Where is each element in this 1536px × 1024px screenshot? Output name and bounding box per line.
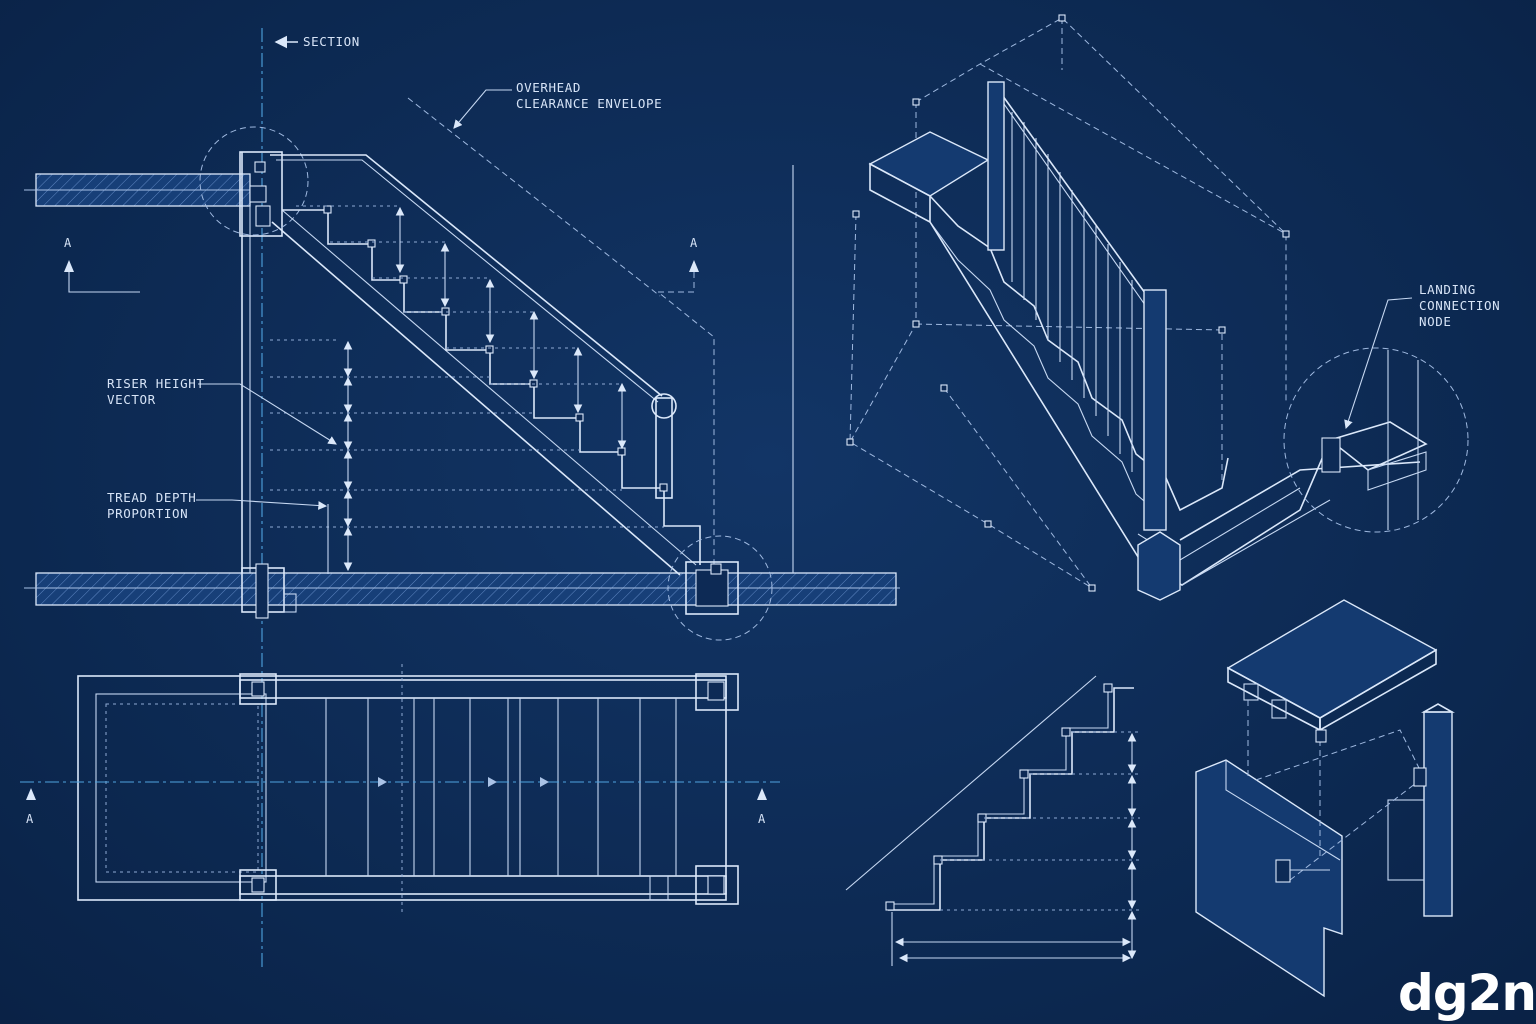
isometric-stair xyxy=(846,14,1469,601)
overhead-label-line2: CLEARANCE ENVELOPE xyxy=(516,96,663,111)
overhead-label-line1: OVERHEAD xyxy=(516,80,582,95)
exploded-joint-detail xyxy=(1195,599,1456,998)
exploded-post xyxy=(1423,711,1453,917)
section-label: SECTION xyxy=(303,34,360,49)
section-marker-a-right-top: A xyxy=(690,236,698,250)
riser-label-line1: RISER HEIGHT xyxy=(107,376,205,391)
landing-label-line3: NODE xyxy=(1419,314,1452,329)
section-marker-a-right-plan: A xyxy=(758,812,766,826)
landing-connection-circle xyxy=(1283,347,1469,533)
tread-label-line2: PROPORTION xyxy=(107,506,189,521)
section-marker-a-left-plan: A xyxy=(26,812,34,826)
newel-post xyxy=(655,397,673,499)
ground-floor-slab xyxy=(35,572,897,606)
landing-label-line1: LANDING xyxy=(1419,282,1476,297)
bottom-detail-circle xyxy=(667,535,773,641)
top-post-block xyxy=(239,151,283,237)
section-elevation xyxy=(24,28,900,970)
tread-label-line1: TREAD DEPTH xyxy=(107,490,197,505)
watermark-logo: dg2n xyxy=(1398,964,1536,1022)
top-newel xyxy=(987,81,1005,251)
plan-view xyxy=(20,664,780,912)
step-dimension-detail xyxy=(845,675,1140,966)
riser-label-line2: VECTOR xyxy=(107,392,156,407)
landing-label-line2: CONNECTION xyxy=(1419,298,1501,313)
top-detail-circle xyxy=(199,126,309,236)
bottom-newel xyxy=(1143,289,1167,531)
section-marker-a-left-top: A xyxy=(64,236,72,250)
